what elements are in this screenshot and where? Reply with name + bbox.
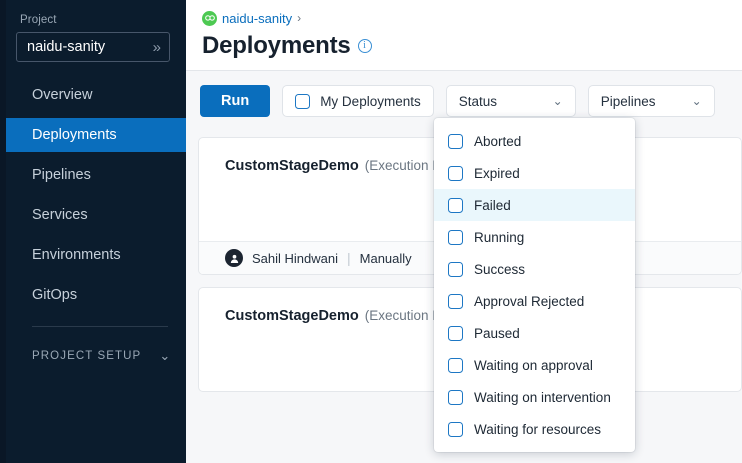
status-checkbox[interactable] [448, 325, 463, 341]
status-option-failed[interactable]: Failed [434, 189, 635, 221]
status-option-approval-rejected[interactable]: Approval Rejected [434, 285, 635, 317]
status-checkbox[interactable] [448, 357, 463, 373]
status-option-label: Waiting on intervention [474, 389, 611, 405]
status-option-waiting-on-approval[interactable]: Waiting on approval [434, 349, 635, 381]
my-deployments-filter[interactable]: My Deployments [282, 85, 434, 117]
deployment-name: CustomStageDemo [225, 308, 359, 324]
deployment-triggered-by: Sahil Hindwani [252, 250, 338, 266]
run-button[interactable]: Run [200, 85, 271, 117]
deployment-card-title-row: CustomStageDemo (Execution Id [225, 158, 741, 174]
deployment-card-body: CustomStageDemo (Execution Id [199, 138, 741, 241]
sidebar-item-pipelines[interactable]: Pipelines [0, 158, 186, 192]
status-option-paused[interactable]: Paused [434, 317, 635, 349]
breadcrumb: naidu-sanity › [202, 8, 742, 28]
status-checkbox[interactable] [448, 229, 463, 245]
status-option-label: Running [474, 229, 525, 245]
my-deployments-label: My Deployments [320, 93, 421, 109]
sidebar-item-label: Overview [32, 87, 93, 103]
status-filter-label: Status [458, 93, 498, 109]
status-option-label: Paused [474, 325, 520, 341]
status-checkbox[interactable] [448, 197, 463, 213]
status-option-waiting-on-intervention[interactable]: Waiting on intervention [434, 381, 635, 413]
status-option-waiting-for-resources[interactable]: Waiting for resources [434, 413, 635, 445]
deployment-execution-id: (Execution Id [364, 158, 444, 173]
sidebar-left-edge [0, 0, 6, 463]
deployment-name: CustomStageDemo [225, 158, 359, 174]
sidebar-divider [32, 326, 168, 327]
status-option-label: Waiting for resources [474, 421, 602, 437]
sidebar-item-label: Pipelines [32, 167, 91, 183]
status-option-label: Failed [474, 197, 511, 213]
project-setup-label: PROJECT SETUP [32, 350, 142, 362]
sidebar-item-environments[interactable]: Environments [0, 238, 186, 272]
page-header: naidu-sanity › Deployments i [186, 0, 742, 71]
project-selector[interactable]: naidu-sanity » [16, 32, 170, 62]
page-title: Deployments [202, 32, 351, 59]
deployment-execution-id: (Execution Id [364, 308, 444, 323]
status-checkbox[interactable] [448, 133, 463, 149]
my-deployments-checkbox[interactable] [295, 93, 311, 109]
pipelines-filter-dropdown-trigger[interactable]: Pipelines ⌄ [587, 85, 715, 117]
pipelines-filter-label: Pipelines [600, 93, 656, 109]
status-option-label: Approval Rejected [474, 293, 585, 309]
breadcrumb-separator: › [297, 11, 302, 25]
chevron-down-icon: ⌄ [552, 94, 563, 108]
status-option-label: Success [474, 261, 526, 277]
status-checkbox[interactable] [448, 261, 463, 277]
page-title-row: Deployments i [202, 32, 742, 60]
sidebar-item-label: Services [32, 207, 88, 223]
status-option-label: Waiting on approval [474, 357, 593, 373]
status-checkbox[interactable] [448, 421, 463, 437]
sidebar-item-services[interactable]: Services [0, 198, 186, 232]
status-option-label: Expired [474, 165, 520, 181]
deployment-card-body: CustomStageDemo (Execution Id [199, 288, 741, 391]
status-option-aborted[interactable]: Aborted [434, 125, 635, 157]
breadcrumb-org-link[interactable]: naidu-sanity [222, 10, 293, 26]
sidebar-item-gitops[interactable]: GitOps [0, 278, 186, 312]
chevron-down-icon: ⌄ [691, 94, 702, 108]
sidebar-item-label: Environments [32, 247, 121, 263]
sidebar-item-overview[interactable]: Overview [0, 78, 186, 112]
toolbar: Run My Deployments Status ⌄ Pipelines ⌄ [186, 71, 742, 129]
project-label: Project [20, 14, 57, 26]
footer-separator: | [347, 250, 351, 266]
main-content: naidu-sanity › Deployments i Run My Depl… [186, 0, 742, 463]
project-selector-value: naidu-sanity [27, 39, 106, 55]
status-option-expired[interactable]: Expired [434, 157, 635, 189]
project-setup-section[interactable]: PROJECT SETUP ⌄ [0, 343, 186, 369]
status-checkbox[interactable] [448, 165, 463, 181]
status-option-running[interactable]: Running [434, 221, 635, 253]
status-checkbox[interactable] [448, 389, 463, 405]
info-icon[interactable]: i [357, 39, 372, 53]
sidebar-item-label: Deployments [32, 127, 117, 143]
org-link-icon [202, 10, 217, 26]
status-filter-dropdown-trigger[interactable]: Status ⌄ [445, 85, 576, 117]
sidebar-item-deployments[interactable]: Deployments [0, 118, 186, 152]
double-chevron-right-icon: » [152, 38, 161, 56]
deployment-card-title-row: CustomStageDemo (Execution Id [225, 308, 741, 324]
deployment-trigger-type: Manually [359, 250, 412, 266]
sidebar: Project naidu-sanity » Overview Deployme… [0, 0, 186, 463]
avatar [225, 249, 243, 267]
chevron-down-icon: ⌄ [159, 348, 171, 363]
status-dropdown-menu[interactable]: Aborted Expired Failed Running Success A… [434, 118, 635, 452]
status-option-label: Aborted [474, 133, 522, 149]
sidebar-nav: Overview Deployments Pipelines Services … [0, 78, 186, 312]
status-option-success[interactable]: Success [434, 253, 635, 285]
status-checkbox[interactable] [448, 293, 463, 309]
sidebar-item-label: GitOps [32, 287, 78, 303]
